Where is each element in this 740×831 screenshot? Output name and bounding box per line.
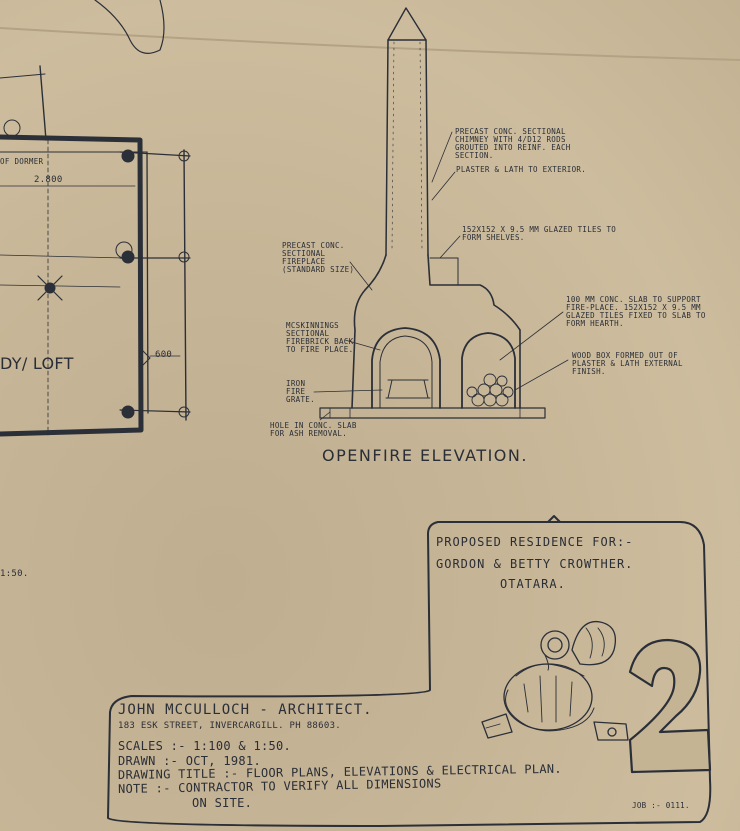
client-names: GORDON & BETTY CROWTHER. bbox=[436, 557, 634, 571]
note-ash-slab: HOLE IN CONC. SLAB FOR ASH REMOVAL. bbox=[270, 421, 357, 438]
plan-dimension-small: 600 bbox=[155, 350, 173, 360]
architect-name: JOHN McCULLOCH - ARCHITECT. bbox=[118, 702, 373, 718]
floor-plan-fragment bbox=[0, 65, 191, 437]
note-plaster: PLASTER & LATH TO EXTERIOR. bbox=[456, 165, 587, 174]
note-wood-box: WOOD BOX FORMED OUT OF PLASTER & LATH EX… bbox=[572, 351, 683, 376]
plan-dimension: 2.800 bbox=[34, 175, 63, 185]
dormer-note: OF DORMER bbox=[0, 157, 44, 166]
job-number: JOB :- 0111. bbox=[632, 801, 690, 810]
title-block-border bbox=[107, 515, 712, 827]
fireplace-elevation-drawing bbox=[313, 7, 569, 421]
note-tiles-shelves: 152x152 x 9.5 MM GLAZED TILES TO FORM SH… bbox=[462, 225, 617, 242]
door-swing-arc bbox=[94, 0, 165, 54]
note-precast-fireplace: PRECAST CONC. SECTIONAL FIREPLACE (STAND… bbox=[282, 241, 355, 274]
scales: SCALES :- 1:100 & 1:50. bbox=[118, 739, 292, 753]
note-firebrick: McSKINNINGS SECTIONAL FIREBRICK BACK TO … bbox=[286, 321, 354, 354]
note-slab-support: 100 MM CONC. SLAB TO SUPPORT FIRE-PLACE.… bbox=[566, 295, 706, 328]
sheet-number: 2 bbox=[620, 616, 621, 617]
elevation-title: OPENFIRE ELEVATION. bbox=[322, 446, 528, 465]
note-line2: ON SITE. bbox=[192, 796, 253, 810]
note-chimney: PRECAST CONC. SECTIONAL CHIMNEY WITH 4/D… bbox=[455, 127, 571, 160]
note-iron-grate: IRON FIRE GRATE. bbox=[286, 379, 315, 404]
proposed-label: PROPOSED RESIDENCE FOR:- bbox=[436, 535, 634, 549]
location: OTATARA. bbox=[500, 577, 566, 591]
room-label: DY/ LOFT bbox=[0, 354, 74, 373]
fold-crease bbox=[0, 27, 740, 61]
architect-address: 183 ESK STREET, INVERCARGILL. PH 88603. bbox=[118, 721, 342, 731]
drawn-date: DRAWN :- OCT, 1981. bbox=[118, 754, 261, 768]
scale-fragment: 1:50. bbox=[0, 569, 29, 579]
crowther-logo-illustration bbox=[481, 620, 712, 774]
